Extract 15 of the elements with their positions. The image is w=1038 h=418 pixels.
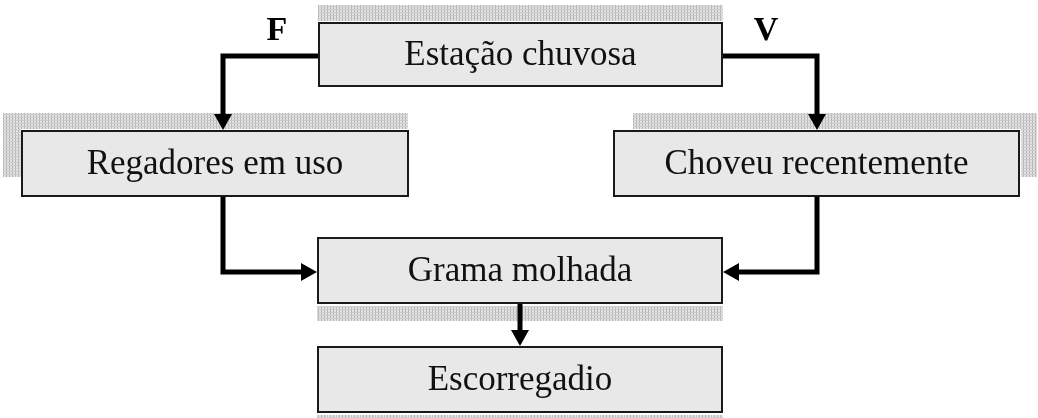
arrow — [214, 53, 318, 130]
node-label: Regadores em uso — [86, 144, 344, 183]
arrow — [723, 197, 820, 281]
node-label: Escorregadio — [427, 360, 613, 399]
node-label: Grama molhada — [407, 251, 633, 290]
node-label: Estação chuvosa — [404, 35, 637, 74]
process-box — [318, 22, 723, 87]
process-box — [21, 130, 409, 197]
process-box — [613, 130, 1020, 197]
arrow — [723, 53, 826, 130]
node-label: Choveu recentemente — [664, 144, 969, 183]
process-box — [317, 237, 723, 304]
arrow — [220, 197, 317, 281]
process-box — [317, 346, 723, 413]
arrow — [511, 304, 529, 346]
